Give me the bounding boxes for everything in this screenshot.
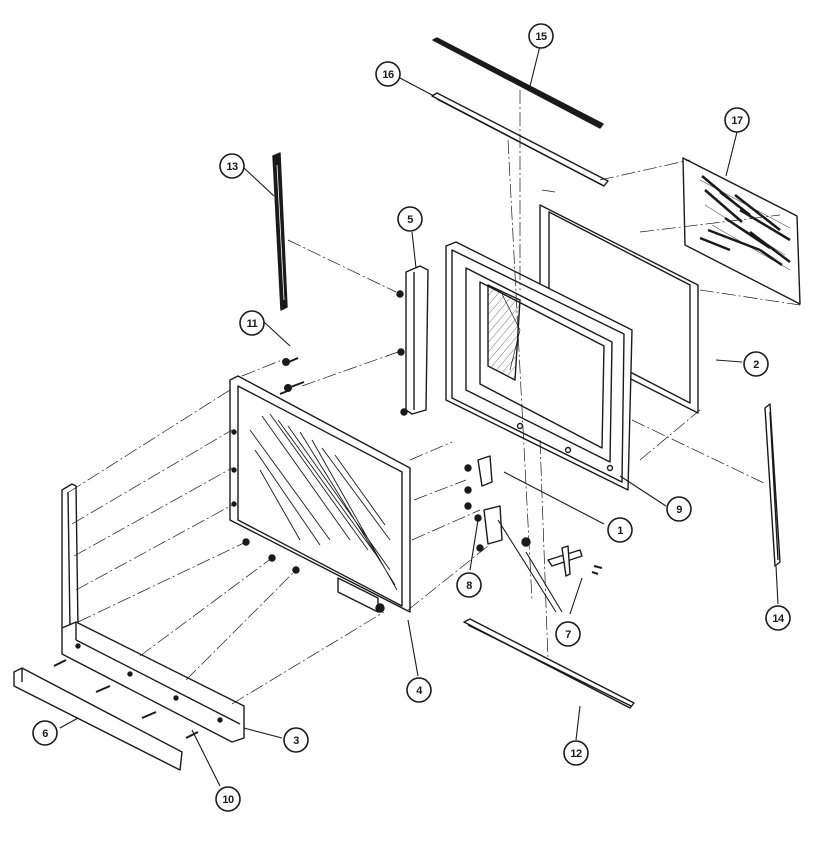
callout-7-label: 7: [565, 629, 571, 641]
part-3-outer-frame: [61, 483, 245, 743]
callout-10-label: 10: [222, 794, 234, 806]
callout-1-label: 1: [617, 525, 623, 537]
callout-14: 14: [765, 605, 791, 631]
callout-11: 11: [239, 310, 265, 336]
callout-11-label: 11: [247, 318, 258, 330]
callout-6: 6: [32, 720, 58, 746]
callout-12-label: 12: [570, 748, 582, 760]
part-14-right-strip: [764, 403, 781, 567]
callout-7: 7: [555, 621, 581, 647]
callout-9: 9: [666, 496, 692, 522]
callout-17-label: 17: [731, 115, 743, 127]
leader-lines: [59, 45, 779, 787]
part-12-bottom-strip: [463, 618, 635, 709]
hinge-hardware: [464, 455, 603, 577]
part-15-top-trim: [432, 37, 604, 129]
callout-5-label: 5: [407, 214, 413, 226]
callout-13: 13: [219, 153, 245, 179]
part-13-left-strip: [272, 152, 288, 311]
callout-16: 16: [375, 61, 401, 87]
alignment-lines: [68, 90, 801, 705]
callout-1: 1: [607, 517, 633, 543]
callout-9-label: 9: [676, 504, 682, 516]
part-17-rear-glass: [682, 157, 801, 305]
callout-17: 17: [724, 107, 750, 133]
callout-6-label: 6: [42, 728, 48, 740]
screws: [53, 357, 305, 739]
part-6-bottom-trim: [13, 667, 183, 771]
callout-2-label: 2: [753, 359, 759, 371]
callout-4: 4: [406, 677, 432, 703]
callout-3-label: 3: [293, 735, 299, 747]
callout-13-label: 13: [226, 161, 238, 173]
callout-2: 2: [743, 351, 769, 377]
callout-15-label: 15: [535, 31, 547, 43]
callout-14-label: 14: [772, 613, 785, 625]
callout-10: 10: [215, 786, 241, 812]
part-9-door-frame: [445, 241, 633, 491]
callout-16-label: 16: [382, 69, 394, 81]
callouts: 1 2 3 4 5 6 7 8 9 10 11 12 13 14 15 16 1…: [32, 23, 791, 812]
part-4-outer-glass: [229, 375, 411, 613]
callout-12: 12: [563, 740, 589, 766]
callout-3: 3: [283, 727, 309, 753]
part-5-hinge-bracket: [396, 265, 429, 416]
callout-5: 5: [397, 206, 423, 232]
callout-4-label: 4: [416, 685, 423, 697]
callout-8: 8: [456, 572, 482, 598]
callout-15: 15: [528, 23, 554, 49]
callout-8-label: 8: [466, 580, 472, 592]
